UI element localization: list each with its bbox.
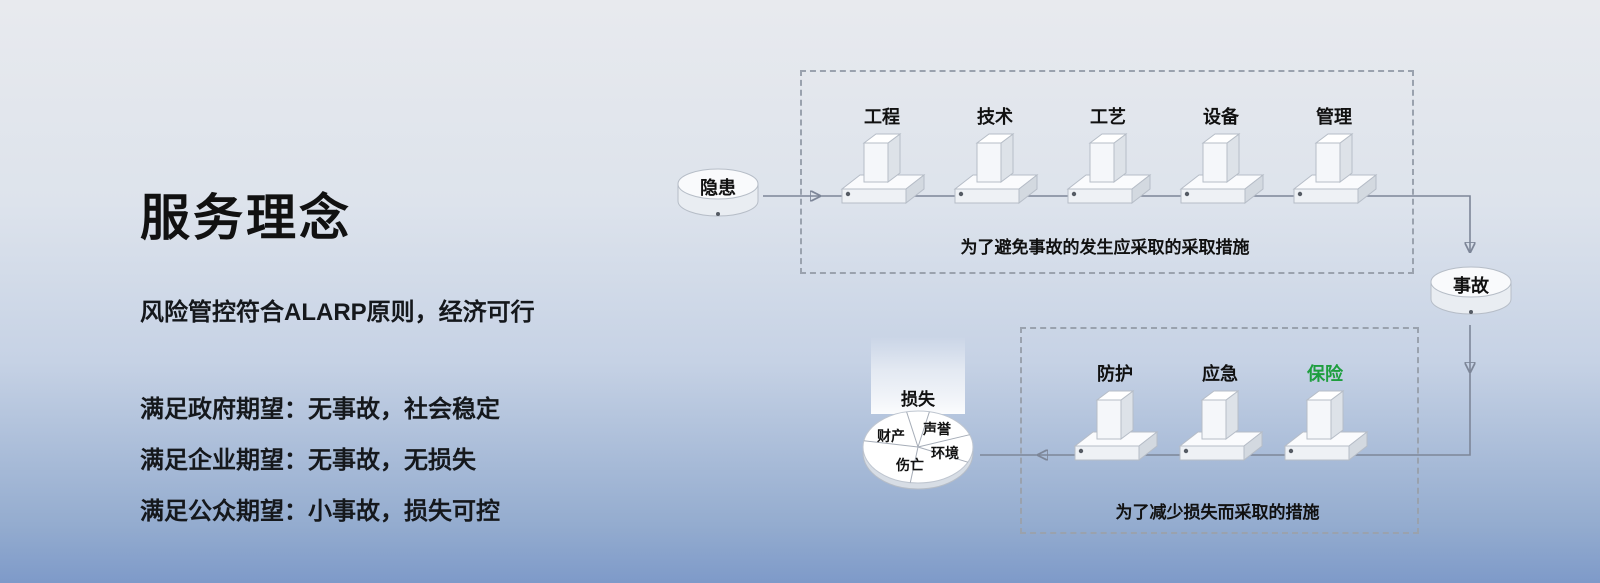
barrier-label: 工程 [864, 107, 900, 127]
alarp-subtitle: 风险管控符合ALARP原则，经济可行 [140, 299, 535, 326]
barrier-insurance: 保险 [1279, 362, 1371, 464]
loss-glow-column: 损失 [871, 336, 965, 414]
loss-segment-property: 财产 [877, 428, 905, 444]
barrier-label: 保险 [1307, 364, 1343, 384]
barrier-block-graphic [1179, 133, 1265, 205]
loss-segment-casualty: 伤亡 [896, 457, 924, 473]
expectation-line-government: 满足政府期望：无事故，社会稳定 [140, 396, 500, 423]
accident-label: 事故 [1453, 276, 1489, 296]
hazard-cylinder: 隐患 [675, 164, 761, 226]
cylinder-graphic [677, 168, 759, 217]
mitigation-caption: 为了减少损失而采取的措施 [1115, 503, 1320, 522]
barrier-block-graphic [1073, 390, 1159, 462]
prevention-measures-box [800, 70, 1414, 274]
barrier-block-graphic [1292, 133, 1378, 205]
barrier-technology: 技术 [949, 105, 1041, 207]
prevention-caption: 为了避免事故的发生应采取的采取措施 [960, 238, 1250, 257]
barrier-equipment: 设备 [1175, 105, 1267, 207]
left-panel: 服务理念 风险管控符合ALARP原则，经济可行 满足政府期望：无事故，社会稳定 … [140, 178, 660, 542]
barrier-label: 技术 [977, 107, 1013, 127]
barrier-block-graphic [1066, 133, 1152, 205]
barrier-block-graphic [953, 133, 1039, 205]
loss-label: 损失 [901, 390, 935, 409]
loss-pie-cylinder: 财产 声誉 伤亡 环境 [860, 405, 976, 497]
barrier-process: 工艺 [1062, 105, 1154, 207]
barrier-label: 工艺 [1090, 107, 1126, 127]
cylinder-graphic [1430, 266, 1512, 315]
barrier-label: 管理 [1316, 107, 1352, 127]
barrier-management: 管理 [1288, 105, 1380, 207]
page-title: 服务理念 [140, 190, 352, 246]
barrier-block-graphic [1283, 390, 1369, 462]
barrier-block-graphic [840, 133, 926, 205]
barrier-label: 应急 [1202, 364, 1238, 384]
loss-segment-reputation: 声誉 [923, 421, 951, 437]
loss-segment-environment: 环境 [931, 445, 959, 461]
barrier-block-graphic [1178, 390, 1264, 462]
expectation-line-enterprise: 满足企业期望：无事故，无损失 [140, 447, 476, 474]
loss-pie-graphic [862, 410, 974, 490]
accident-cylinder: 事故 [1428, 262, 1514, 324]
barrier-emergency: 应急 [1174, 362, 1266, 464]
barrier-engineering: 工程 [836, 105, 928, 207]
barrier-label: 防护 [1097, 364, 1133, 384]
barrier-label: 设备 [1203, 107, 1239, 127]
expectation-line-public: 满足公众期望：小事故，损失可控 [140, 498, 500, 525]
barrier-protection: 防护 [1069, 362, 1161, 464]
hazard-label: 隐患 [700, 178, 736, 198]
